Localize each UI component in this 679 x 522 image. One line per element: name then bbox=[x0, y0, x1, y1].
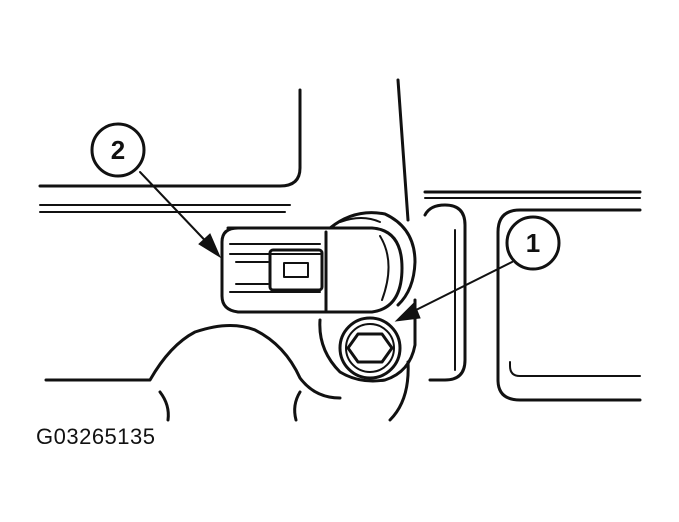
mounting-boss bbox=[318, 203, 467, 383]
leader-arrow-1 bbox=[394, 261, 513, 322]
figure-id: G03265135 bbox=[36, 424, 156, 449]
callout-1-label: 1 bbox=[526, 228, 540, 258]
right-bracket bbox=[496, 208, 642, 402]
engine-block-outline bbox=[38, 78, 642, 422]
sensor-bolt bbox=[338, 316, 402, 380]
callout-1: 1 bbox=[505, 215, 561, 271]
sensor-connector bbox=[220, 226, 404, 314]
callout-2: 2 bbox=[90, 122, 146, 178]
leader-arrow-2 bbox=[139, 171, 222, 259]
callout-2-label: 2 bbox=[111, 135, 125, 165]
